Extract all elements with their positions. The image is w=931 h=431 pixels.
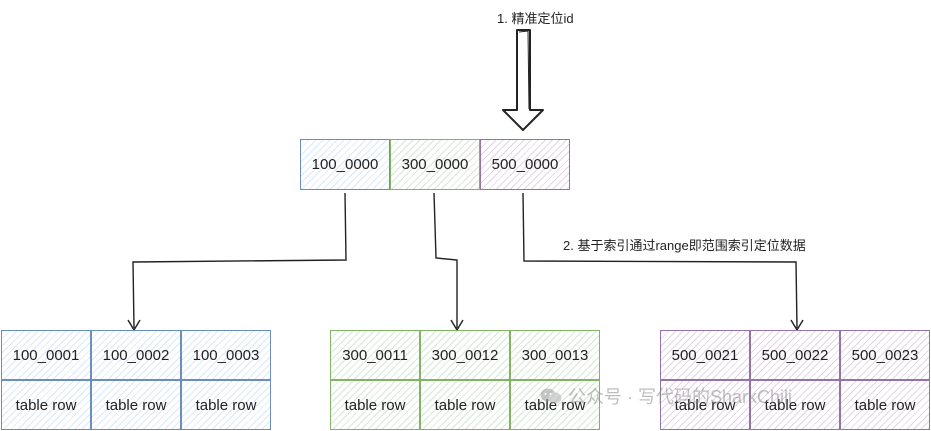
watermark: 公众号 · 写代码的SharkChili (540, 383, 792, 409)
connector-2 (433, 192, 458, 328)
leaf1-row-1: table row (1, 380, 91, 430)
leaf1-id-3: 100_0003 (181, 330, 271, 380)
big-down-arrow (502, 29, 544, 131)
connector-3 (522, 192, 798, 329)
step2-label: 2. 基于索引通过range即范围索引定位数据 (563, 238, 806, 253)
leaf1-row-3: table row (181, 380, 271, 430)
leaf3-id-3: 500_0023 (840, 330, 930, 380)
root-key-3: 500_0000 (480, 139, 570, 190)
leaf2-id-2: 300_0012 (420, 330, 510, 380)
leaf1-id-2: 100_0002 (91, 330, 181, 380)
leaf2-row-2: table row (420, 380, 510, 430)
root-key-1: 100_0000 (300, 139, 390, 190)
leaf1-id-1: 100_0001 (1, 330, 91, 380)
leaf3-row-3: table row (840, 380, 930, 430)
watermark-text: 公众号 · 写代码的SharkChili (568, 387, 793, 407)
leaf3-row-2: table row (750, 380, 840, 430)
wechat-icon (540, 388, 562, 404)
root-key-2: 300_0000 (390, 139, 480, 190)
leaf3-row-1: table row (660, 380, 750, 430)
leaf2-id-3: 300_0013 (510, 330, 600, 380)
leaf2-row-1: table row (330, 380, 420, 430)
step1-label: 1. 精准定位id (497, 11, 574, 26)
connector-1 (132, 192, 347, 329)
leaf2-row-3: table row (510, 380, 600, 430)
leaf3-id-2: 500_0022 (750, 330, 840, 380)
leaf2-id-1: 300_0011 (330, 330, 420, 380)
leaf3-id-1: 500_0021 (660, 330, 750, 380)
leaf1-row-2: table row (91, 380, 181, 430)
